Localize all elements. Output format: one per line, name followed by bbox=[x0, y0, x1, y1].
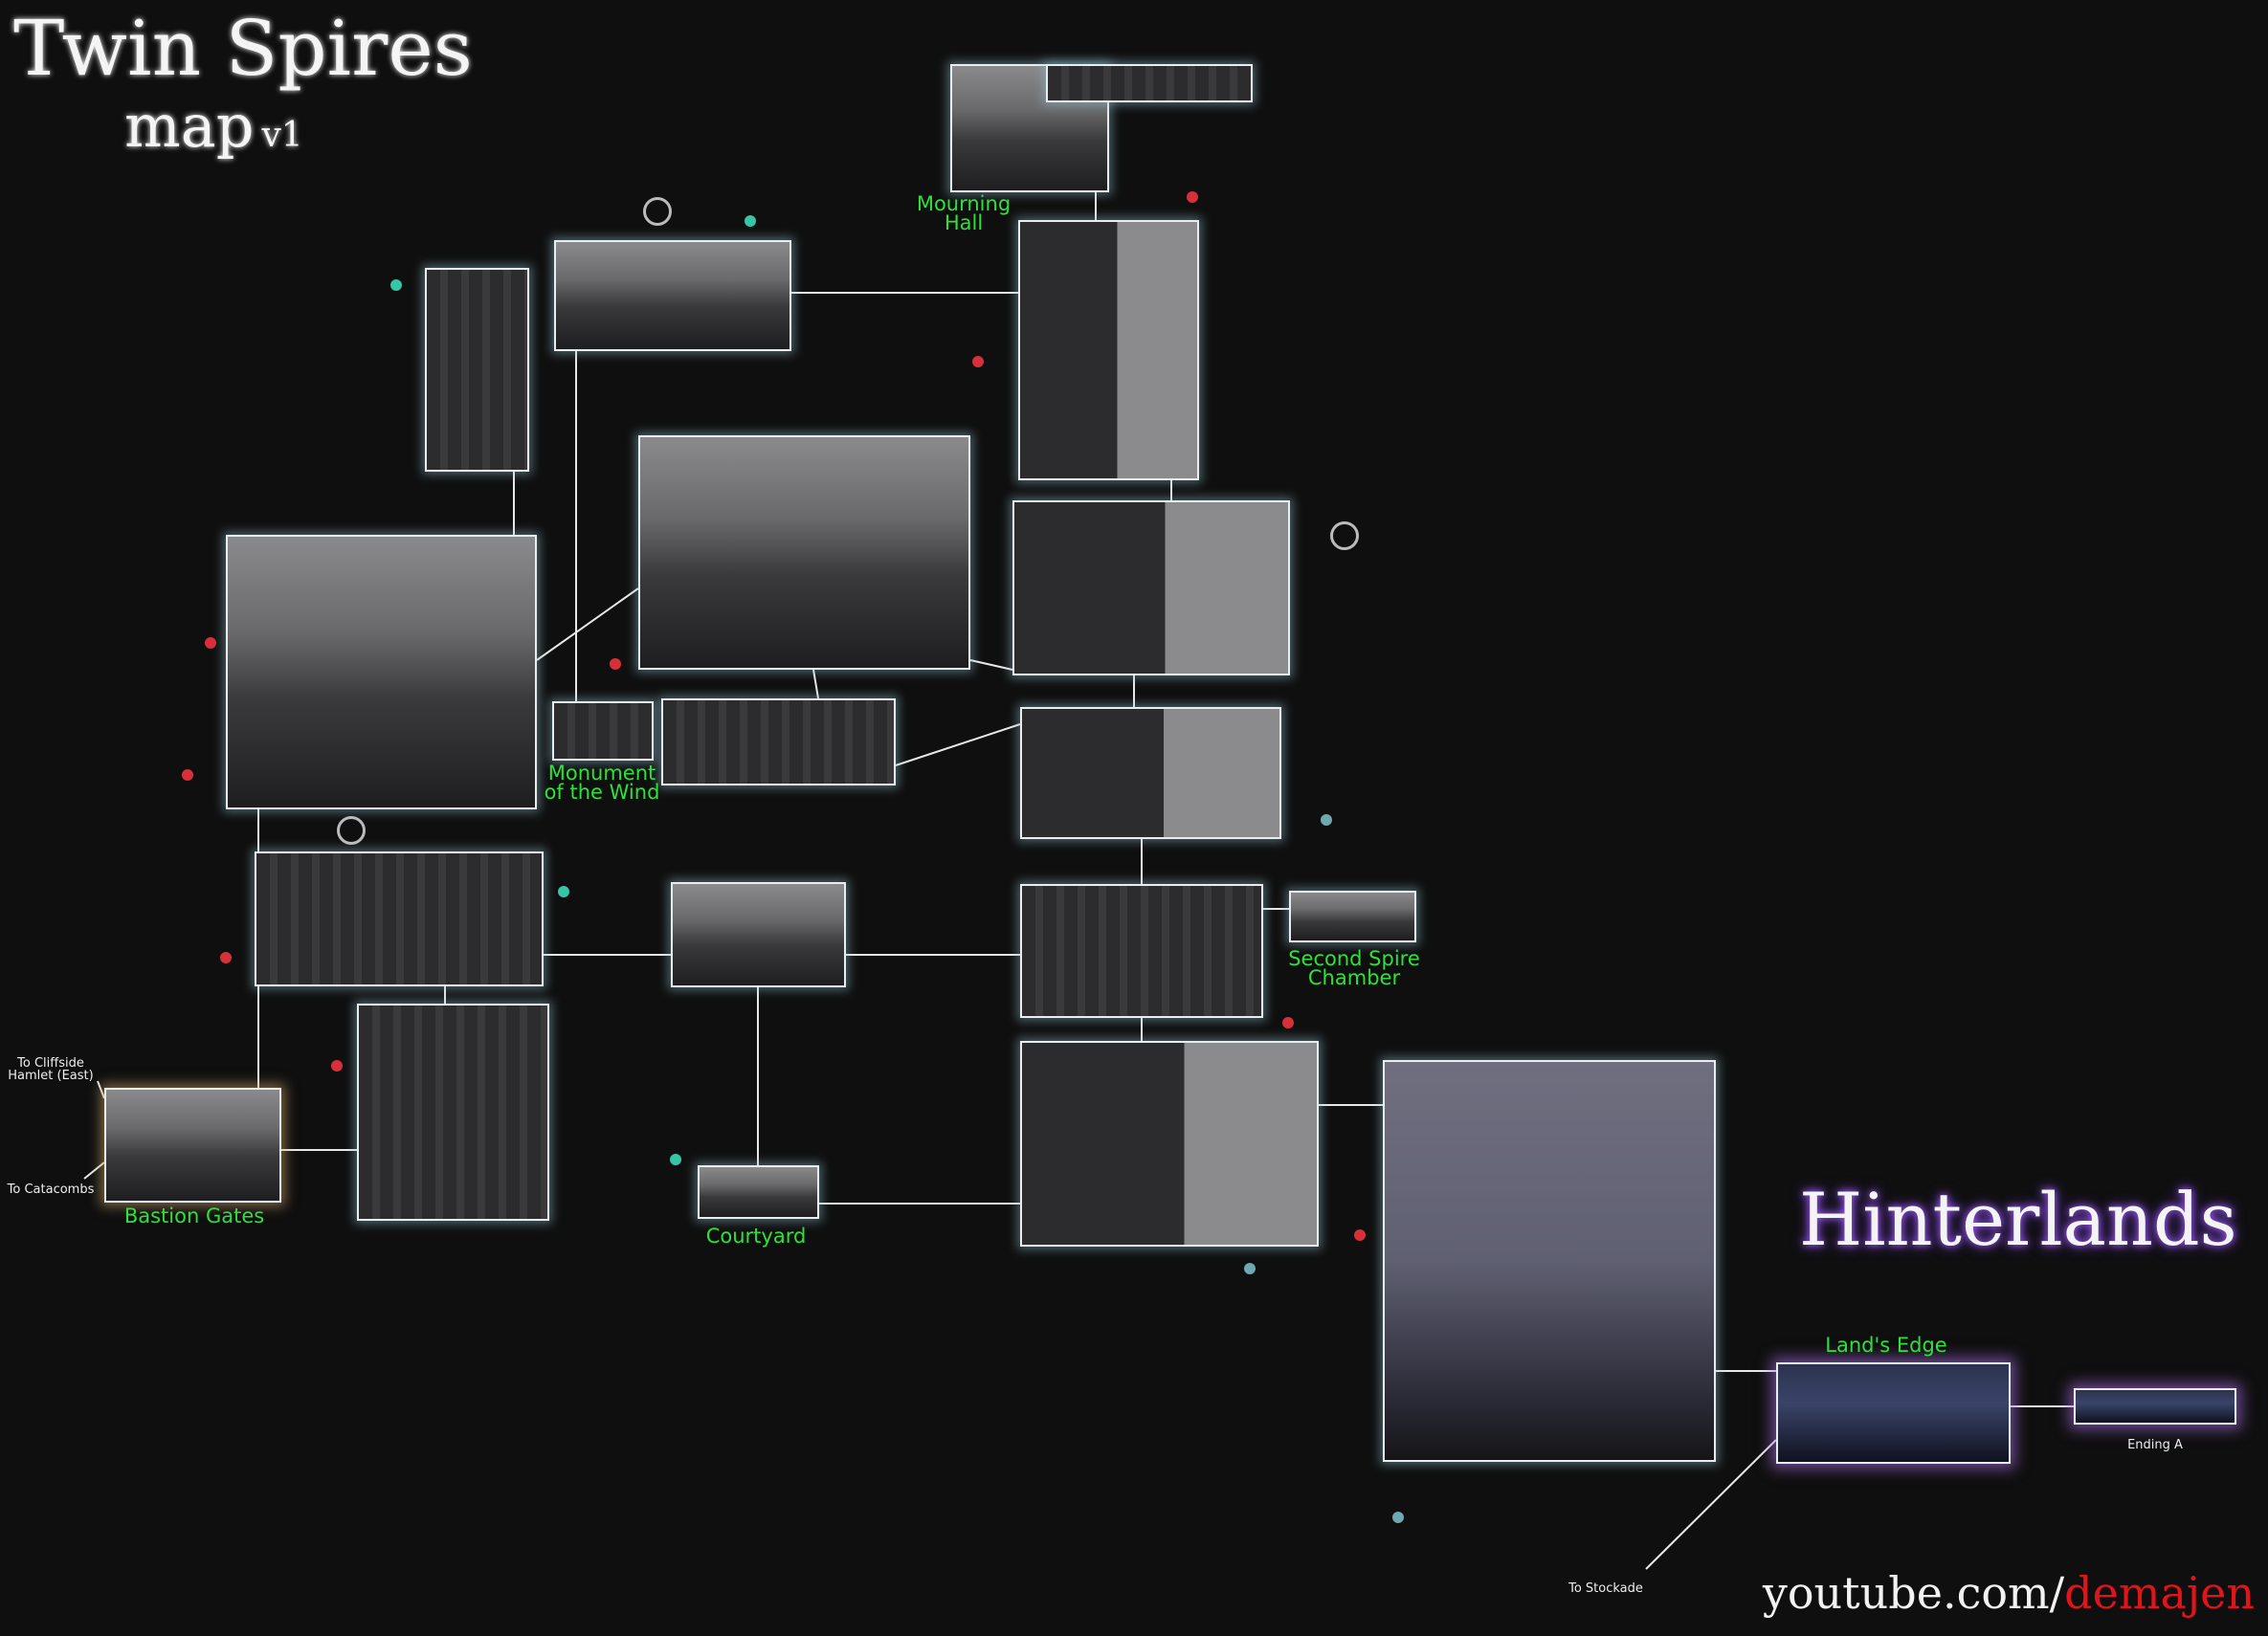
room-courtyard[interactable] bbox=[698, 1165, 819, 1219]
ring-marker-icon bbox=[643, 197, 672, 226]
room-first-spire[interactable] bbox=[1018, 220, 1199, 480]
map-version: v1 bbox=[261, 116, 303, 155]
teal-gem-icon bbox=[558, 886, 569, 897]
ring-marker-icon bbox=[1330, 521, 1359, 550]
map-title: Twin Spires bbox=[13, 4, 473, 93]
label-ending-a: Ending A bbox=[2127, 1438, 2183, 1452]
label-mourning-hall: Mourning Hall bbox=[916, 192, 1012, 234]
teal-gem-icon bbox=[390, 279, 402, 291]
subtitle-text: map bbox=[124, 91, 255, 161]
watermark: youtube.com/demajen bbox=[1763, 1567, 2255, 1619]
exit-to-catacombs[interactable]: To Catacombs bbox=[7, 1183, 95, 1197]
red-gem-icon bbox=[205, 637, 216, 649]
blue-ring-icon bbox=[1392, 1512, 1404, 1523]
room-east-passage[interactable] bbox=[1020, 707, 1281, 839]
room-second-spire-chamber[interactable] bbox=[1289, 891, 1416, 942]
watermark-channel: demajen bbox=[2064, 1567, 2255, 1619]
room-central-hall[interactable] bbox=[638, 435, 970, 670]
room-west-rampart[interactable] bbox=[226, 535, 537, 809]
label-second-spire-chamber: Second Spire Chamber bbox=[1288, 947, 1420, 989]
room-east-tower[interactable] bbox=[1012, 500, 1290, 675]
red-gem-icon bbox=[1354, 1229, 1366, 1241]
red-gem-icon bbox=[220, 952, 232, 963]
blue-ring-icon bbox=[1321, 814, 1332, 826]
label-courtyard: Courtyard bbox=[705, 1225, 807, 1248]
blue-ring-icon bbox=[1244, 1263, 1256, 1274]
label-monument-of-the-wind: Monument of the Wind bbox=[544, 762, 660, 804]
room-hinterlands-cliff[interactable] bbox=[1383, 1060, 1716, 1462]
room-lower-spire[interactable] bbox=[1020, 1041, 1319, 1247]
label-bastion-gates: Bastion Gates bbox=[123, 1205, 265, 1227]
room-west-gallery[interactable] bbox=[255, 851, 544, 986]
red-gem-icon bbox=[972, 356, 984, 367]
room-bastion-gates[interactable] bbox=[104, 1088, 281, 1203]
room-courtyard-upper[interactable] bbox=[671, 882, 846, 987]
red-gem-icon bbox=[182, 769, 193, 781]
label-lands-edge: Land's Edge bbox=[1825, 1334, 1947, 1357]
exit-to-cliffside-hamlet[interactable]: To Cliffside Hamlet (East) bbox=[8, 1056, 94, 1083]
room-lands-edge[interactable] bbox=[1776, 1362, 2011, 1464]
red-gem-icon bbox=[1282, 1017, 1294, 1028]
teal-gem-icon bbox=[745, 215, 756, 227]
red-gem-icon bbox=[1187, 191, 1198, 203]
red-gem-icon bbox=[331, 1060, 343, 1072]
room-west-shaft[interactable] bbox=[425, 268, 529, 472]
room-bridge[interactable] bbox=[554, 240, 791, 351]
exit-to-stockade[interactable]: To Stockade bbox=[1568, 1581, 1643, 1596]
teal-gem-icon bbox=[670, 1154, 681, 1165]
region-title: Hinterlands bbox=[1799, 1177, 2237, 1262]
room-second-spire[interactable] bbox=[1020, 884, 1263, 1018]
ring-marker-icon bbox=[337, 816, 366, 845]
room-ending-a[interactable] bbox=[2074, 1388, 2236, 1425]
room-central-passage[interactable] bbox=[661, 698, 896, 785]
watermark-prefix: youtube.com/ bbox=[1762, 1567, 2065, 1619]
room-monument-of-the-wind[interactable] bbox=[552, 701, 654, 761]
room-mourning-hall-corridor[interactable] bbox=[1046, 64, 1253, 102]
red-gem-icon bbox=[610, 658, 621, 670]
room-bastion-tower[interactable] bbox=[357, 1004, 549, 1221]
